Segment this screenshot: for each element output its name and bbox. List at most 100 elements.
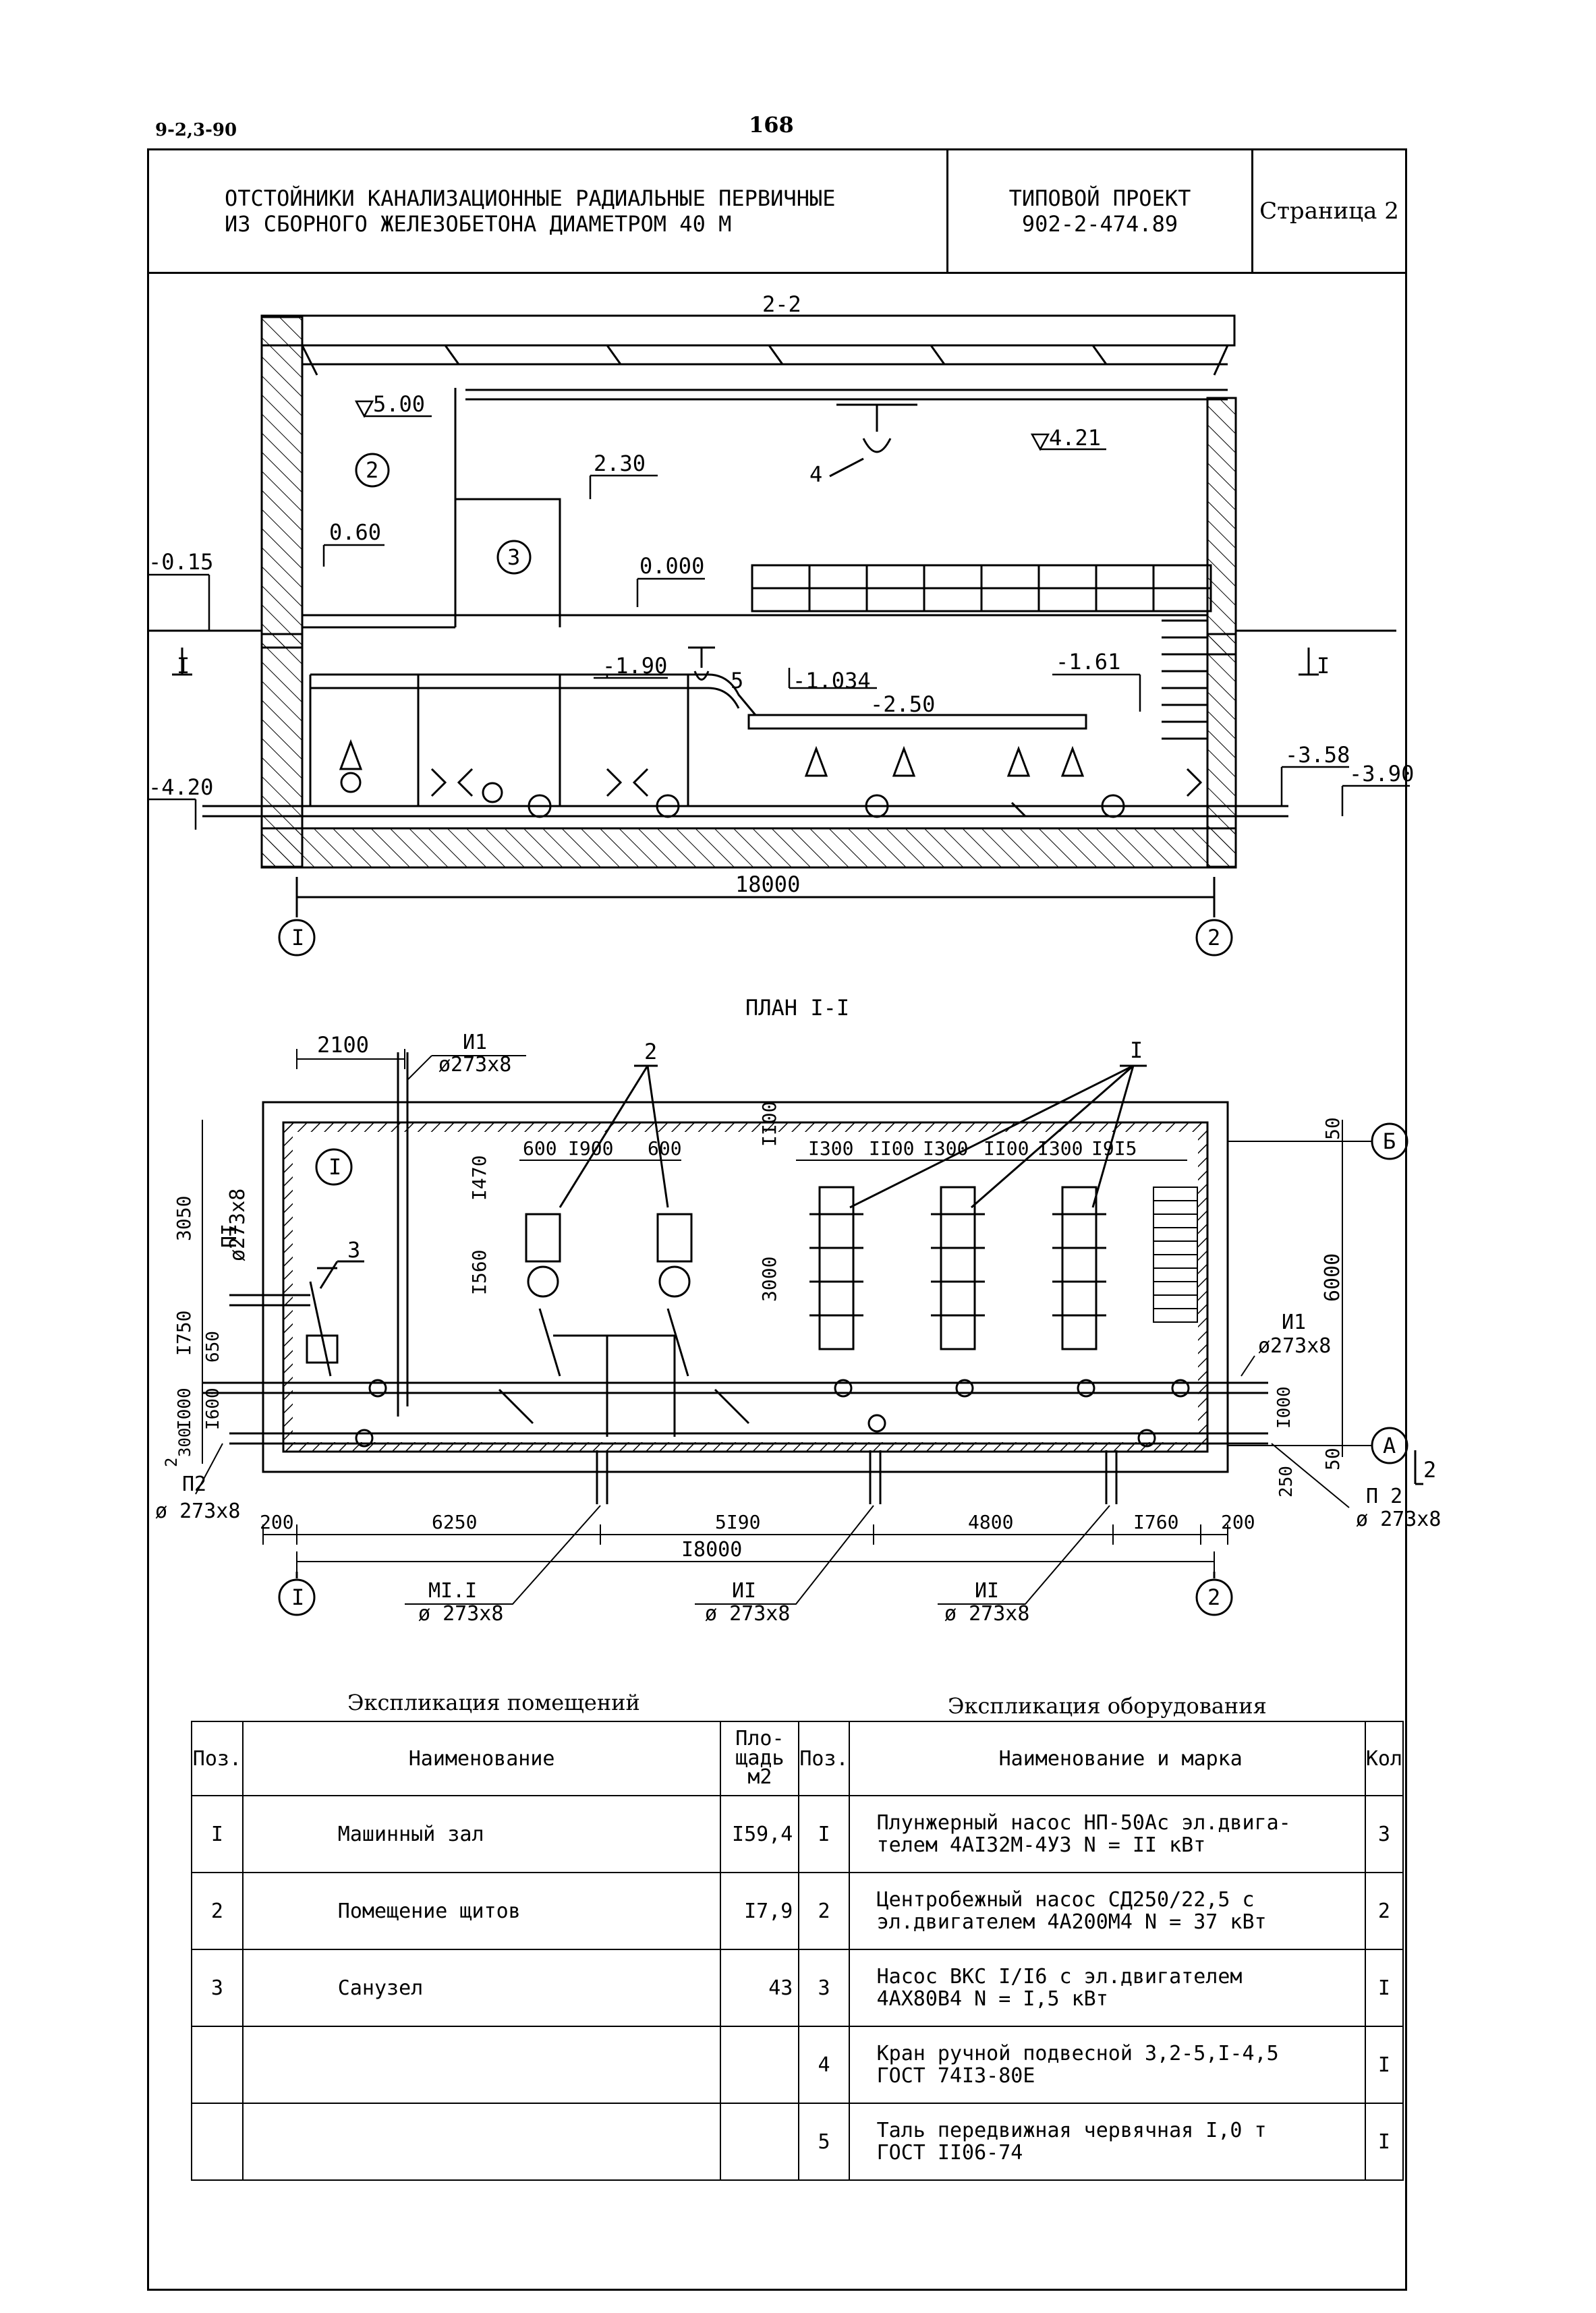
label-i1-top: И1	[463, 1031, 487, 1054]
dim-6250: 6250	[432, 1511, 477, 1533]
elev-4-21: 4.21	[1049, 425, 1101, 451]
project-number: 902-2-474.89	[1021, 211, 1178, 237]
room-3-marker	[496, 540, 532, 575]
rooms-name: Помещение щитов	[241, 1872, 722, 1950]
roof-slab	[260, 314, 1236, 347]
equip-pos: 5	[798, 2103, 850, 2181]
plan-outer-wall	[262, 1101, 1229, 1473]
leader-3	[319, 1260, 364, 1289]
elev-2-30: 2.30	[594, 451, 646, 476]
label-p2-right: П 2	[1366, 1485, 1402, 1508]
stair	[1157, 614, 1207, 740]
axis-2-label: 2	[1207, 925, 1220, 950]
equipment-table-title: Экспликация оборудования	[948, 1693, 1267, 1719]
label-p1: ПI	[218, 1224, 241, 1248]
rooms-area: I59,4	[720, 1795, 800, 1873]
equip-line-2: ГОСТ 74I3-80Е	[876, 2064, 1035, 2088]
rooms-name-empty	[241, 2103, 722, 2181]
area-header-3: м2	[747, 1765, 772, 1790]
title-line-1: ОТСТОЙНИКИ КАНАЛИЗАЦИОННЫЕ РАДИАЛЬНЫЕ ПЕ…	[225, 185, 836, 211]
rooms-area: I7,9	[720, 1872, 800, 1950]
equip-line-1: Центробежный насос СД250/22,5 с	[876, 1888, 1255, 1912]
dim-18000-plan: I8000	[681, 1538, 742, 1562]
plan-top-dims: 2100 600 I900 600 I300 II00 I300 II00 I3…	[296, 1032, 1187, 1161]
plan-axis-2-marker	[1195, 1578, 1233, 1616]
table-row: 2 Помещение щитов I7,9 2 Центробежный на…	[191, 1872, 1404, 1950]
title-line-2: ИЗ СБОРНОГО ЖЕЛЕЗОБЕТОНА ДИАМЕТРОМ 40 М	[225, 211, 732, 237]
plan-callout-1: I	[1130, 1037, 1143, 1063]
plan-pumps-2	[498, 1213, 750, 1425]
rooms-name: Санузел	[241, 1949, 722, 2027]
table-row: 5 Таль передвижная червячная I,0 т ГОСТ …	[191, 2103, 1404, 2181]
label-i1-top-d: ø273x8	[438, 1053, 511, 1077]
dim-1300-a: I300	[808, 1137, 853, 1160]
rooms-pos: 2	[191, 1872, 244, 1950]
pipe-header	[747, 714, 1087, 730]
axis-lines	[295, 907, 1216, 917]
explication-table: Поз. Наименование Пло- щадь м2 Поз. Наим…	[191, 1721, 1404, 2181]
dim-1300-b: I300	[923, 1137, 968, 1160]
cut-label-left: I	[177, 653, 190, 679]
plan-pipe-labels: И1 ø273x8 ПI ø273x8 П2 ø 273x8 И1 ø273x8…	[155, 1031, 1441, 1626]
plan-axis-1-label: I	[291, 1584, 304, 1610]
elev-5-00: 5.00	[373, 391, 425, 417]
plan-pipe-i1-vertical	[397, 1052, 409, 1417]
leader-2	[559, 1064, 669, 1208]
plan-room-label: I	[329, 1154, 341, 1180]
dim-1560: I560	[468, 1250, 490, 1295]
dim-3050: 3050	[173, 1196, 195, 1241]
dim-line-18000	[295, 877, 1216, 907]
dim-1100-b: II00	[869, 1137, 914, 1160]
page-cell: Страница 2	[1253, 150, 1405, 272]
pump-group-section	[339, 739, 1203, 818]
hoist-5	[688, 646, 715, 681]
area-header-1: Пло-	[735, 1727, 785, 1751]
elev-minus-3-58: -3.58	[1285, 742, 1350, 768]
equip-pos: 4	[798, 2026, 850, 2104]
pipe-risers	[309, 675, 689, 806]
dim-3000: 3000	[758, 1257, 780, 1302]
label-p1-d: ø273x8	[226, 1189, 250, 1261]
rooms-area-empty	[720, 2026, 800, 2104]
left-wall	[260, 316, 304, 649]
label-p2-left: П2	[182, 1473, 206, 1496]
equip-line-1: Кран ручной подвесной 3,2-5,I-4,5	[876, 2042, 1279, 2065]
elev-minus-1-034: -1.034	[793, 668, 871, 693]
dim-1100-c: II00	[984, 1137, 1029, 1160]
equip-qty: 2	[1364, 1872, 1404, 1950]
page-label: Страница 2	[1259, 197, 1399, 225]
table-row: I Машинный зал I59,4 I Плунжерный насос …	[191, 1795, 1404, 1873]
dim-6000: 6000	[1321, 1253, 1344, 1302]
dim-50-bottom: 50	[1321, 1448, 1344, 1470]
elevation-markers: 5.00 4.21 2.30 0.60 0.000 -0.15 -1.90 -1…	[147, 391, 1414, 830]
equip-qty: I	[1364, 2103, 1404, 2181]
label-m11-d: ø 273x8	[418, 1602, 503, 1626]
axis-a-label: А	[1383, 1433, 1396, 1458]
right-wall	[1206, 397, 1237, 656]
dim-1000-right: I000	[1274, 1386, 1294, 1429]
callout-4: 4	[809, 461, 822, 487]
hoist-hook	[836, 403, 917, 453]
elev-minus-0-15: -0.15	[148, 549, 213, 575]
rooms-name-empty	[241, 2026, 722, 2104]
sheet-frame	[147, 274, 1407, 2291]
plan-axis-2-label: 2	[1207, 1584, 1220, 1610]
plan-room-marker	[315, 1148, 353, 1186]
rooms-pos: I	[191, 1795, 244, 1873]
dim-1750: I750	[173, 1311, 195, 1356]
equip-line-2: ГОСТ II06-74	[876, 2141, 1023, 2165]
equip-qty: 3	[1364, 1795, 1404, 1873]
equip-line-1: Плунжерный насос НП-50Ас эл.двига-	[876, 1811, 1291, 1835]
cut-mark-2-label: 2	[1423, 1457, 1436, 1483]
equip-name: Насос ВКС I/I6 с эл.двигателем 4АХ80В4 N…	[848, 1949, 1366, 2027]
dim-1100: II00	[758, 1102, 780, 1147]
dim-1300-c: I300	[1037, 1137, 1083, 1160]
equip-line-2: телем 4АI32М-4УЗ N = II кВт	[876, 1833, 1206, 1857]
equip-line-1: Насос ВКС I/I6 с эл.двигателем	[876, 1965, 1243, 1989]
equip-name: Кран ручной подвесной 3,2-5,I-4,5 ГОСТ 7…	[848, 2026, 1366, 2104]
dim-4800: 4800	[968, 1511, 1013, 1533]
cut-label-right: I	[1317, 653, 1330, 679]
window-mullions	[752, 565, 1211, 611]
elev-0-60: 0.60	[329, 519, 381, 545]
elev-minus-1-90: -1.90	[602, 653, 667, 679]
